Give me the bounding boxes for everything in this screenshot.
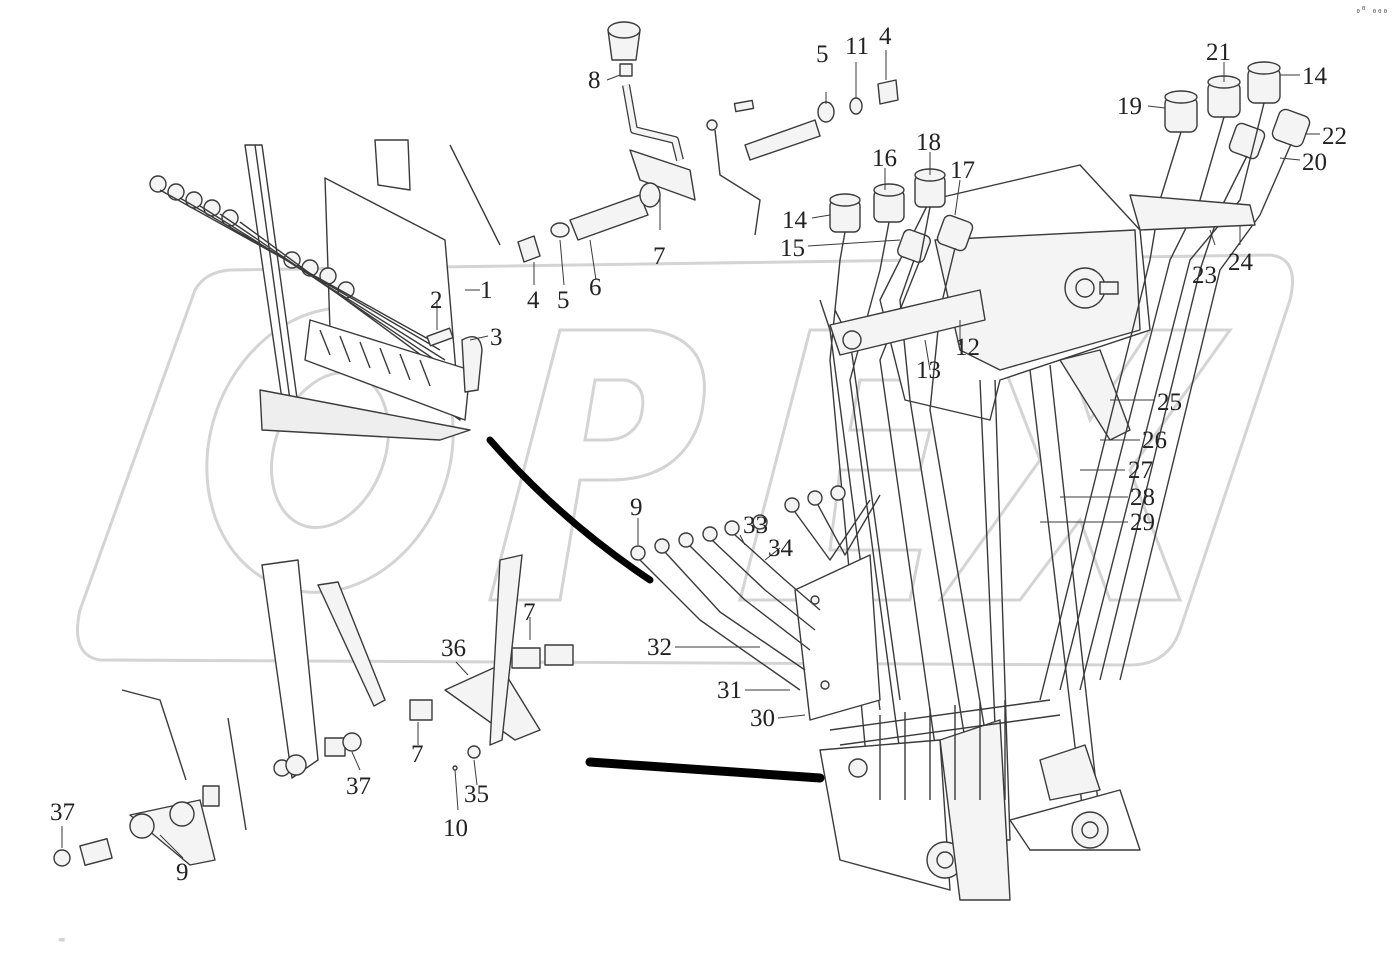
callout-23: 23 — [1192, 262, 1217, 289]
grip-22 — [1271, 108, 1311, 148]
callout-4b: 4 — [527, 287, 540, 314]
callout-5a: 5 — [816, 41, 829, 68]
ball-joint-row-upper — [149, 175, 456, 381]
callout-19: 19 — [1117, 93, 1142, 120]
callout-34: 34 — [768, 535, 794, 562]
callout-4a: 4 — [879, 23, 892, 50]
callout-13: 13 — [916, 357, 941, 384]
callout-7b: 7 — [523, 599, 536, 626]
callout-17: 17 — [950, 157, 975, 184]
leader-lines — [61, 50, 1320, 859]
heavy-leaders — [486, 436, 825, 783]
callout-18: 18 — [916, 129, 941, 156]
callout-29: 29 — [1130, 509, 1155, 536]
grip-19 — [1164, 90, 1198, 133]
callout-26: 26 — [1142, 427, 1167, 454]
callout-22: 22 — [1322, 123, 1347, 150]
callout-27: 27 — [1128, 457, 1153, 484]
valve-block-front — [829, 194, 1256, 356]
grip-14a — [1247, 61, 1281, 104]
lower-frame — [794, 554, 1141, 901]
callout-37b: 37 — [50, 799, 75, 826]
callout-7c: 7 — [411, 741, 424, 768]
lever-bank-left — [304, 319, 483, 421]
callout-28: 28 — [1130, 484, 1155, 511]
callout-35: 35 — [464, 781, 489, 808]
grip-20 — [1228, 122, 1266, 160]
callout-36: 36 — [441, 635, 466, 662]
grip-16 — [873, 183, 905, 223]
callout-8: 8 — [588, 67, 601, 94]
callout-16: 16 — [872, 145, 897, 172]
callout-11: 11 — [845, 33, 869, 60]
callout-31: 31 — [717, 677, 742, 704]
callout-6: 6 — [589, 274, 602, 301]
callout-37a: 37 — [346, 773, 371, 800]
callout-25: 25 — [1157, 389, 1182, 416]
grip-15 — [897, 229, 931, 263]
callout-32: 32 — [647, 634, 672, 661]
control-grips — [829, 61, 1311, 263]
callout-30: 30 — [750, 705, 775, 732]
grip-14b — [829, 193, 861, 233]
grip-17 — [936, 214, 974, 252]
control-tower — [879, 164, 1151, 841]
callout-14a: 14 — [1302, 63, 1328, 90]
watermark-text: OPEX — [60, 939, 63, 941]
callout-3: 3 — [490, 324, 503, 351]
callout-10: 10 — [443, 815, 468, 842]
callout-14b: 14 — [782, 207, 808, 234]
callout-21: 21 — [1206, 39, 1231, 66]
callout-5b: 5 — [557, 287, 570, 314]
callout-9b: 9 — [176, 859, 189, 886]
callout-labels: 8 5 11 4 21 14 19 22 20 16 18 17 14 15 7… — [50, 23, 1347, 886]
callout-12: 12 — [955, 334, 980, 361]
corner-mark: ₀⁰ ₀₀₀ — [1355, 6, 1388, 16]
callout-1: 1 — [480, 277, 493, 304]
ball-joint-row-lower — [630, 485, 881, 691]
grip-21 — [1207, 75, 1241, 118]
callout-33: 33 — [743, 512, 768, 539]
callout-2: 2 — [430, 287, 443, 314]
callout-7a: 7 — [653, 243, 666, 270]
callout-20: 20 — [1302, 149, 1327, 176]
pedal-parts — [53, 554, 574, 867]
top-linkage — [517, 21, 899, 263]
callout-24: 24 — [1228, 249, 1254, 276]
callout-15: 15 — [780, 235, 805, 262]
linework — [53, 21, 1311, 901]
callout-9a: 9 — [630, 494, 643, 521]
